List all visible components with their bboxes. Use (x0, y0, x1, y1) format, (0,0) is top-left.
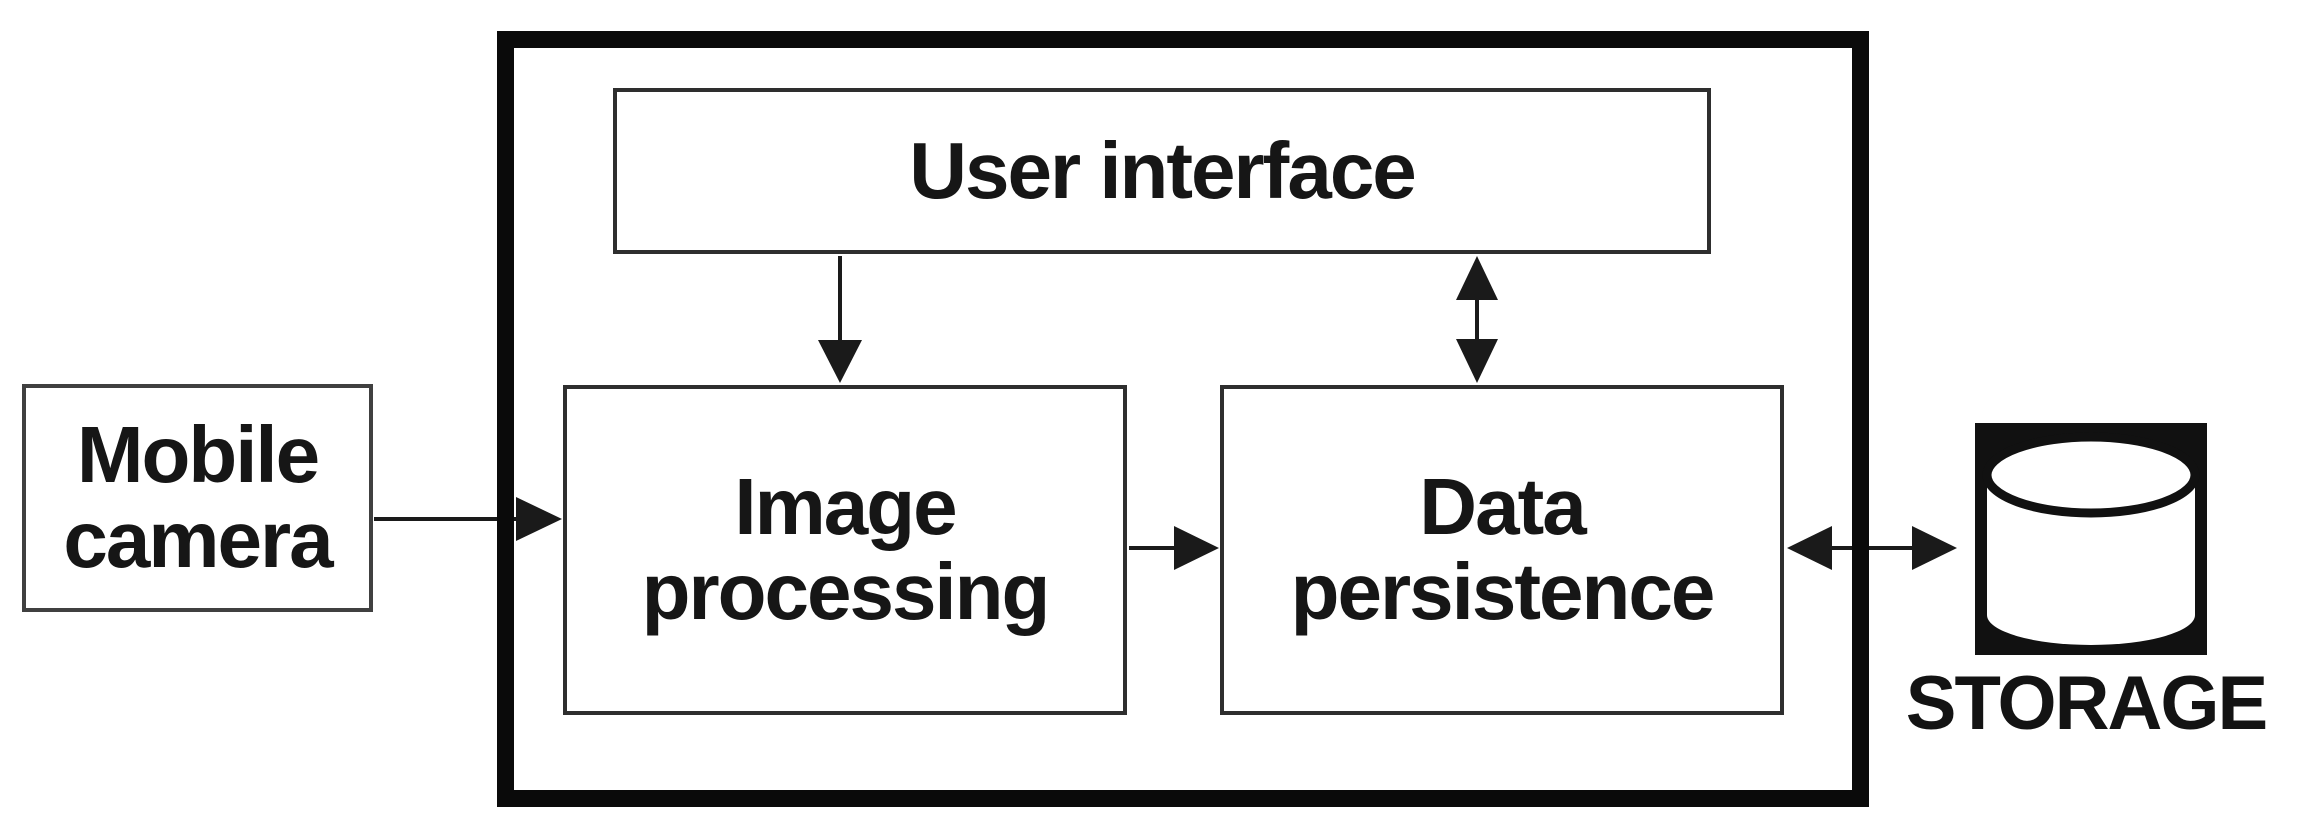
node-mobile-camera: Mobile camera (22, 384, 373, 612)
storage-label: STORAGE (1905, 661, 2268, 746)
database-cylinder-icon (1975, 423, 2207, 655)
user-interface-label: User interface (909, 125, 1417, 215)
system-boundary (497, 31, 1869, 807)
data-persistence-label: Data persistence (1290, 462, 1716, 636)
edge-user-interface-data-persistence (1456, 256, 1498, 383)
mobile-camera-label: Mobile camera (63, 410, 333, 584)
image-processing-label: Image processing (641, 462, 1051, 636)
node-user-interface: User interface (613, 88, 1711, 254)
edge-data-persistence-storage (1787, 526, 1957, 570)
node-data-persistence: Data persistence (1220, 385, 1784, 715)
edge-image-processing-to-data-persistence (1129, 526, 1219, 570)
edge-user-interface-to-image-processing (818, 256, 862, 383)
node-image-processing: Image processing (563, 385, 1127, 715)
edge-mobile-camera-to-image-processing (374, 497, 562, 541)
